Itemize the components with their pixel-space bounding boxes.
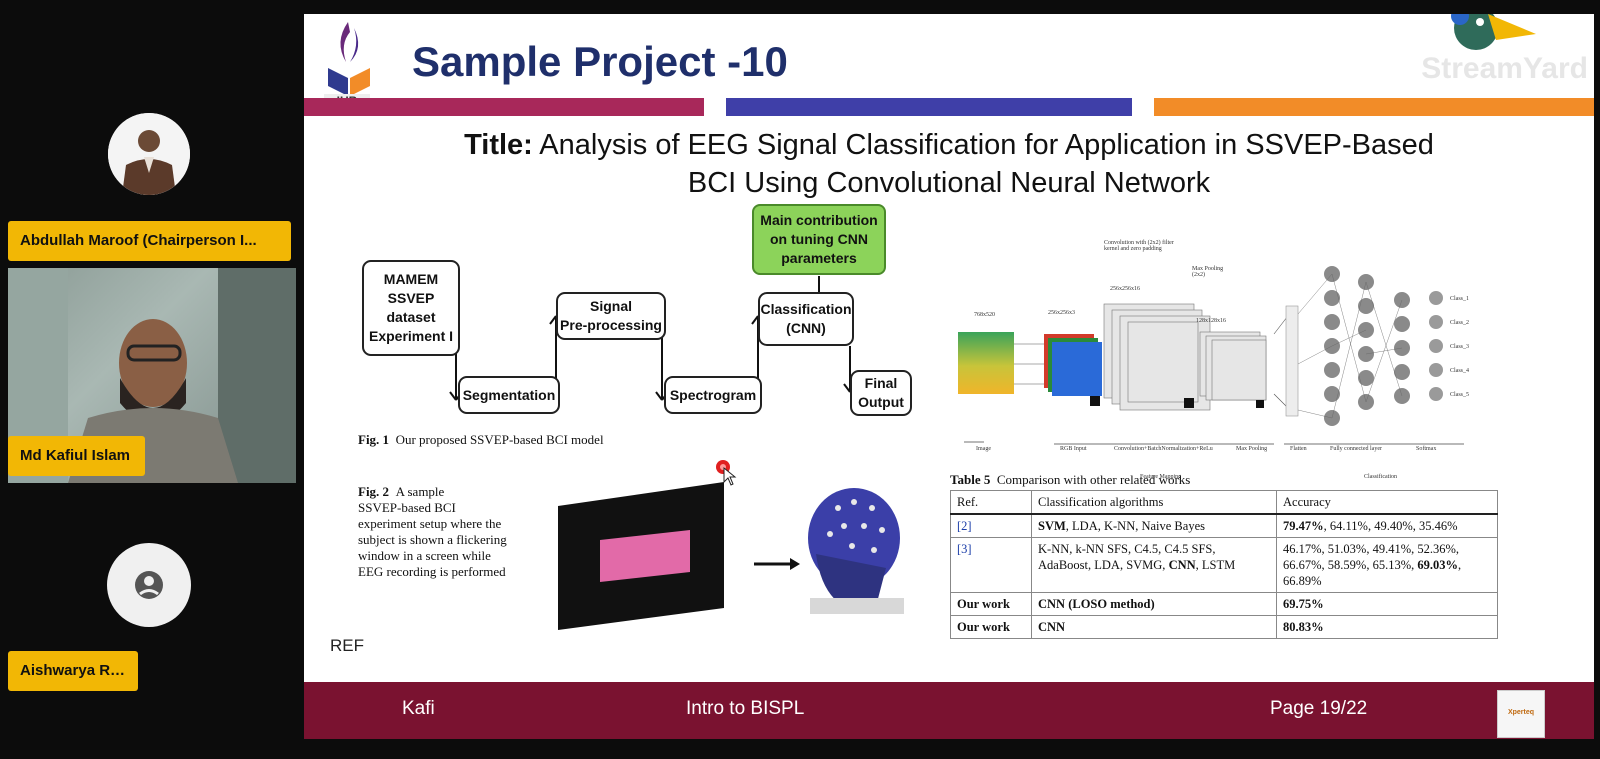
- table-header-cell: Accuracy: [1276, 490, 1498, 515]
- net-label-size1: 256x256x16: [1110, 286, 1140, 292]
- flow-box-preprocessing: Signal Pre-processing: [556, 292, 666, 340]
- streamyard-watermark: StreamYard: [1384, 14, 1594, 90]
- net-label-size2: 128x128x16: [1196, 318, 1226, 324]
- table-header-cell: Classification algorithms: [1031, 490, 1277, 515]
- net-label-class-3: Class_3: [1450, 344, 1470, 350]
- header-bar-orange: [1154, 98, 1594, 116]
- net-label-maxpool: Max Pooling (2x2): [1192, 266, 1224, 278]
- cnn-diagram-graphic: [958, 266, 1464, 445]
- corner-brand-text: Xperteq: [1507, 709, 1535, 716]
- table-cell: Our work: [950, 592, 1032, 616]
- table-cell: 69.75%: [1276, 592, 1498, 616]
- table-row: Our work CNN (LOSO method) 69.75%: [950, 592, 1498, 616]
- user-placeholder-icon: [135, 571, 163, 599]
- table-cell: 80.83%: [1276, 615, 1498, 639]
- participant-avatar-abdullah: [108, 113, 190, 195]
- participant-video-kafiul: [8, 268, 296, 483]
- table-cell: K-NN, k-NN SFS, C4.5, C4.5 SFS, AdaBoost…: [1031, 537, 1277, 593]
- net-label-class-2: Class_2: [1450, 320, 1470, 326]
- table-row: Our work CNN 80.83%: [950, 615, 1498, 639]
- output-nodes: [1429, 291, 1443, 401]
- table-cell: SVM, LDA, K-NN, Naive Bayes: [1031, 513, 1277, 538]
- participant-name-tag: Abdullah Maroof (Chairperson I...: [8, 221, 291, 261]
- net-label-flatten: Flatten: [1290, 446, 1307, 452]
- laser-pointer-icon: [716, 460, 737, 486]
- net-label-input-size: 768x520: [974, 312, 995, 318]
- flow-box-dataset: MAMEM SSVEP dataset Experiment I: [362, 260, 460, 356]
- paper-title-line2: BCI Using Convolutional Neural Network: [687, 167, 1211, 199]
- net-label-softmax: Softmax: [1416, 446, 1437, 452]
- streamyard-duck-logo-icon: [1451, 14, 1536, 50]
- table-ref-link[interactable]: [3]: [950, 537, 1032, 593]
- participant-name-tag: Aishwarya Roy: [8, 651, 138, 691]
- slide-footer: Kafi Intro to BISPL Page 19/22: [304, 682, 1594, 739]
- table-header-row: Ref. Classification algorithms Accuracy: [950, 490, 1498, 515]
- net-label-fc: Fully connected layer: [1330, 446, 1382, 452]
- flow-box-segmentation: Segmentation: [458, 376, 560, 414]
- footer-course: Intro to BISPL: [686, 698, 805, 719]
- header-bar-blue: [726, 98, 1132, 116]
- person-photo-icon: [108, 113, 190, 195]
- table5-caption: Table 5 Comparison with other related wo…: [950, 472, 1191, 487]
- flow-box-main-contribution: Main contribution on tuning CNN paramete…: [752, 204, 886, 275]
- flow-box-spectrogram: Spectrogram: [664, 376, 762, 414]
- paper-title-line1: Analysis of EEG Signal Classification fo…: [539, 129, 1434, 161]
- slide-title: Sample Project -10: [412, 38, 788, 85]
- cnn-architecture-diagram: Convolution with (2x2) filter kernel and…: [944, 214, 1574, 482]
- participant-name-tag: Md Kafiul Islam: [8, 436, 145, 476]
- table-row: [2] SVM, LDA, K-NN, Naive Bayes 79.47%, …: [950, 513, 1498, 538]
- corner-brand-logo: Xperteq: [1497, 690, 1545, 738]
- net-label-conv-bn: Convolution+BatchNormalization+ReLu: [1114, 446, 1213, 452]
- net-label-conv: Convolution with (2x2) filter kernel and…: [1104, 240, 1174, 252]
- footer-page-number: Page 19/22: [1270, 698, 1368, 719]
- flow-box-final-output: Final Output: [850, 370, 912, 416]
- fig1-caption: Fig. 1 Our proposed SSVEP-based BCI mode…: [358, 432, 604, 447]
- net-label-size0: 256x256x3: [1048, 310, 1075, 316]
- table-cell: CNN (LOSO method): [1031, 592, 1277, 616]
- footer-presenter: Kafi: [402, 698, 435, 719]
- table-cell: 46.17%, 51.03%, 49.41%, 52.36%, 66.67%, …: [1276, 537, 1498, 593]
- table-ref-link[interactable]: [2]: [950, 513, 1032, 538]
- table-cell: CNN: [1031, 615, 1277, 639]
- net-label-feature-mapping: Feature Mapping: [1140, 474, 1182, 480]
- ssvep-setup-figure: [558, 482, 904, 630]
- paper-title: Title: Analysis of EEG Signal Classifica…: [384, 126, 1514, 202]
- net-label-class-5: Class_5: [1450, 392, 1470, 398]
- net-label-maxpool2: Max Pooling: [1236, 446, 1268, 452]
- table-row: [3] K-NN, k-NN SFS, C4.5, C4.5 SFS, AdaB…: [950, 537, 1498, 593]
- header-bar-maroon: [304, 98, 704, 116]
- presentation-slide: IUB Sample Project -10 StreamYard Title:…: [304, 14, 1594, 739]
- net-label-classification: Classification: [1364, 474, 1397, 480]
- net-label-class-4: Class_4: [1450, 368, 1470, 374]
- comparison-table: Ref. Classification algorithms Accuracy …: [950, 490, 1498, 639]
- iub-flame-logo-icon: [328, 22, 370, 96]
- net-label-class-1: Class_1: [1450, 296, 1470, 302]
- fig2-caption: Fig. 2 A sample SSVEP-based BCI experime…: [358, 484, 507, 579]
- paper-title-label: Title:: [464, 129, 533, 161]
- streamyard-text: StreamYard: [1421, 52, 1588, 85]
- net-label-rgb: RGB Input: [1060, 446, 1087, 452]
- flow-box-classification: Classification (CNN): [758, 292, 854, 346]
- table-cell: Our work: [950, 615, 1032, 639]
- participant-avatar-aishwarya: [107, 543, 191, 627]
- net-label-image: Image: [976, 446, 991, 452]
- table-cell: 79.47%, 64.11%, 49.40%, 35.46%: [1276, 513, 1498, 538]
- ref-text: REF: [330, 636, 364, 655]
- table-header-cell: Ref.: [950, 490, 1032, 515]
